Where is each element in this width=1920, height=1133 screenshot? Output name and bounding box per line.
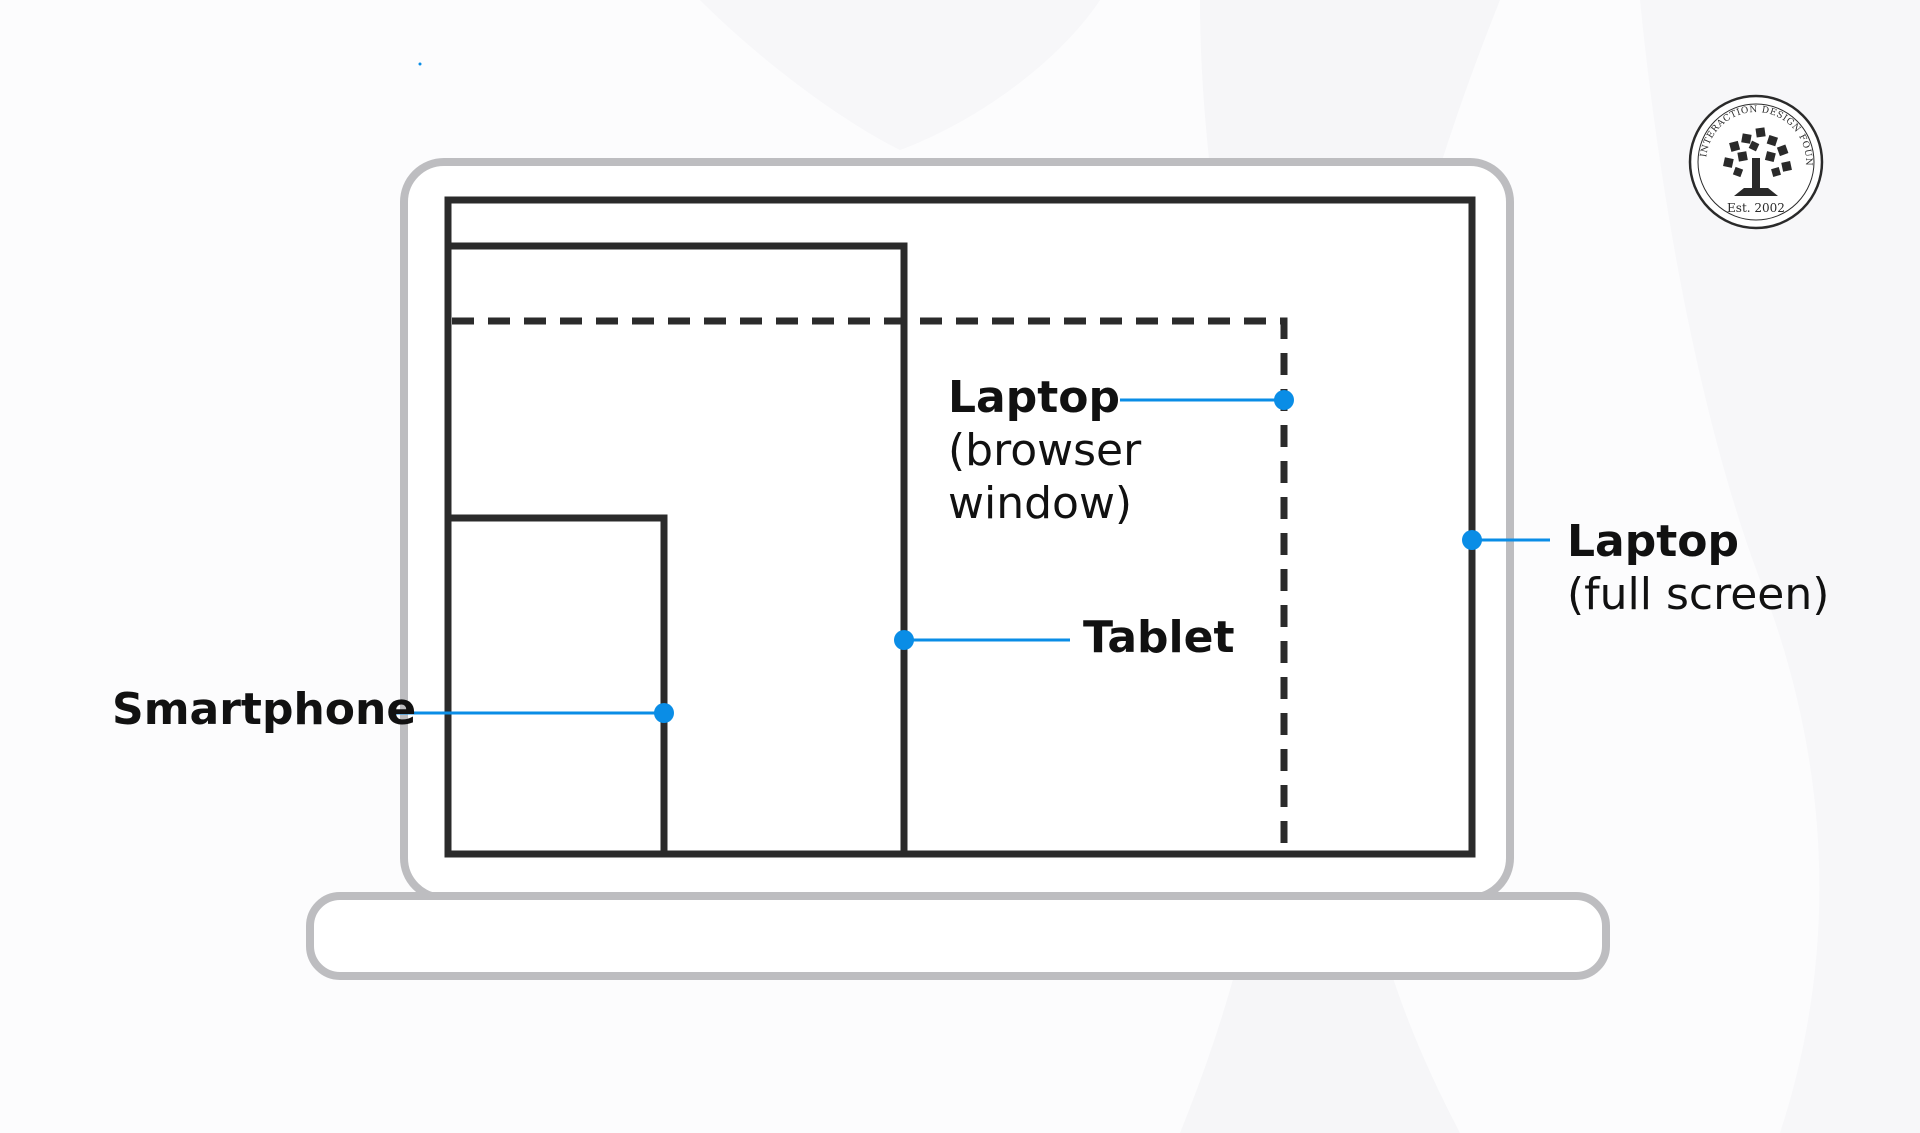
tablet-marker bbox=[894, 630, 914, 650]
logo-established: Est. 2002 bbox=[1727, 201, 1785, 215]
laptop-base bbox=[306, 892, 1610, 980]
tablet-frame bbox=[448, 242, 908, 856]
browser-window-frame bbox=[452, 317, 1288, 852]
laptop-lid bbox=[400, 158, 1514, 902]
tablet-label: Tablet bbox=[1083, 612, 1235, 663]
smartphone-marker bbox=[654, 703, 674, 723]
laptop-fullscreen-frame bbox=[444, 196, 1476, 858]
accent-dot bbox=[418, 62, 422, 66]
laptop-fullscreen-title: Laptop bbox=[1567, 516, 1739, 567]
laptop-fullscreen-marker bbox=[1462, 530, 1482, 550]
laptop-browser-line1: (browser bbox=[948, 425, 1142, 476]
smartphone-label: Smartphone bbox=[112, 684, 416, 735]
laptop-browser-line2: window) bbox=[948, 478, 1132, 529]
tree-icon bbox=[1723, 127, 1792, 196]
laptop-browser-title: Laptop bbox=[948, 372, 1120, 423]
smartphone-frame bbox=[448, 514, 668, 856]
laptop-fullscreen-sub: (full screen) bbox=[1567, 569, 1829, 620]
laptop-browser-marker bbox=[1274, 390, 1294, 410]
